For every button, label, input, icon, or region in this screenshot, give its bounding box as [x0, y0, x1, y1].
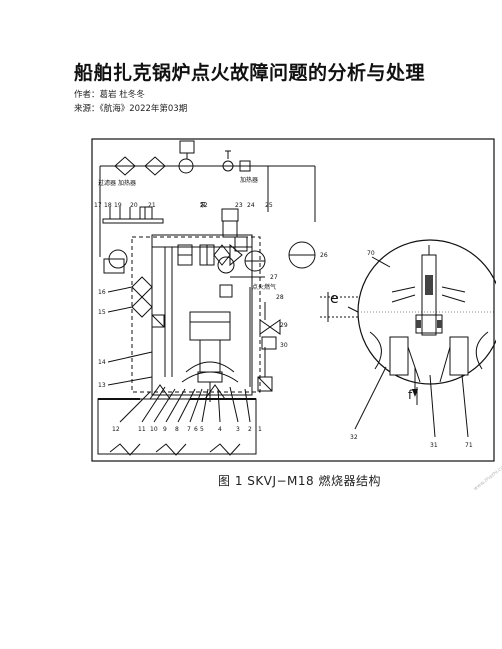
label-5: 5 [200, 426, 204, 433]
label-14: 14 [98, 359, 106, 366]
label-oil-heater: 加热器 [118, 179, 136, 187]
label-29: 29 [280, 322, 288, 329]
label-71: 71 [465, 442, 473, 449]
label-24: 24 [247, 202, 255, 209]
label-12: 12 [112, 426, 120, 433]
label-28: 28 [276, 294, 284, 301]
burner-structure-figure: 过滤器 加热器 加热器 泵 17 18 19 20 21 22 23 24 25… [90, 137, 502, 467]
burner-diagram: 过滤器 加热器 加热器 泵 17 18 19 20 21 22 23 24 25… [91, 138, 502, 462]
figure-caption: 图 1 SKVJ−M18 燃烧器结构 [218, 474, 381, 488]
label-17: 17 [94, 202, 102, 209]
label-22: 22 [200, 202, 208, 209]
author-line: 作者：葛岩 杜冬冬 [74, 90, 145, 100]
label-9: 9 [163, 426, 167, 433]
source-line: 来源：《航海》2022年第03期 [74, 104, 188, 114]
label-16: 16 [98, 289, 106, 296]
label-30: 30 [280, 342, 288, 349]
label-19: 19 [114, 202, 122, 209]
label-13: 13 [98, 382, 106, 389]
dimension-f: f [408, 388, 413, 402]
label-pump: 泵 [200, 202, 206, 209]
label-15: 15 [98, 309, 106, 316]
label-25: 25 [265, 202, 273, 209]
label-heater: 加热器 [240, 176, 258, 184]
label-3: 3 [236, 426, 240, 433]
label-6: 6 [194, 426, 198, 433]
label-32: 32 [350, 434, 358, 441]
label-filter: 过滤器 [98, 179, 116, 187]
label-8: 8 [175, 426, 179, 433]
label-21: 21 [148, 202, 156, 209]
label-23: 23 [235, 202, 243, 209]
label-18: 18 [104, 202, 112, 209]
label-2: 2 [248, 426, 252, 433]
label-20: 20 [130, 202, 138, 209]
label-26: 26 [320, 252, 328, 259]
label-4: 4 [218, 426, 222, 433]
label-27: 27 [270, 274, 278, 281]
document-title: 船舶扎克锅炉点火故障问题的分析与处理 [74, 62, 426, 84]
label-10: 10 [150, 426, 158, 433]
label-ignition-gas: 点火燃气 [252, 283, 276, 291]
label-11: 11 [138, 426, 146, 433]
label-7: 7 [187, 426, 191, 433]
label-1: 1 [258, 426, 262, 433]
label-70: 70 [367, 250, 375, 257]
label-31: 31 [430, 442, 438, 449]
dimension-e: e [330, 291, 339, 307]
